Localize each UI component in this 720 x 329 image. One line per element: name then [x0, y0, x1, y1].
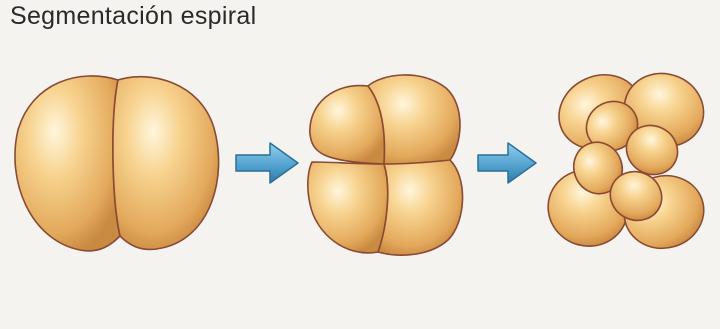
stage-8-cell — [540, 62, 714, 258]
stage-4-cell — [308, 75, 463, 255]
blastomere — [310, 86, 385, 164]
blastomere — [15, 76, 120, 251]
blastomere — [378, 160, 463, 255]
arrow-right-icon — [478, 143, 536, 183]
stage-2-cell — [15, 76, 219, 251]
arrow-right-icon — [236, 143, 298, 183]
blastomere — [113, 77, 219, 250]
blastomere — [308, 162, 388, 253]
